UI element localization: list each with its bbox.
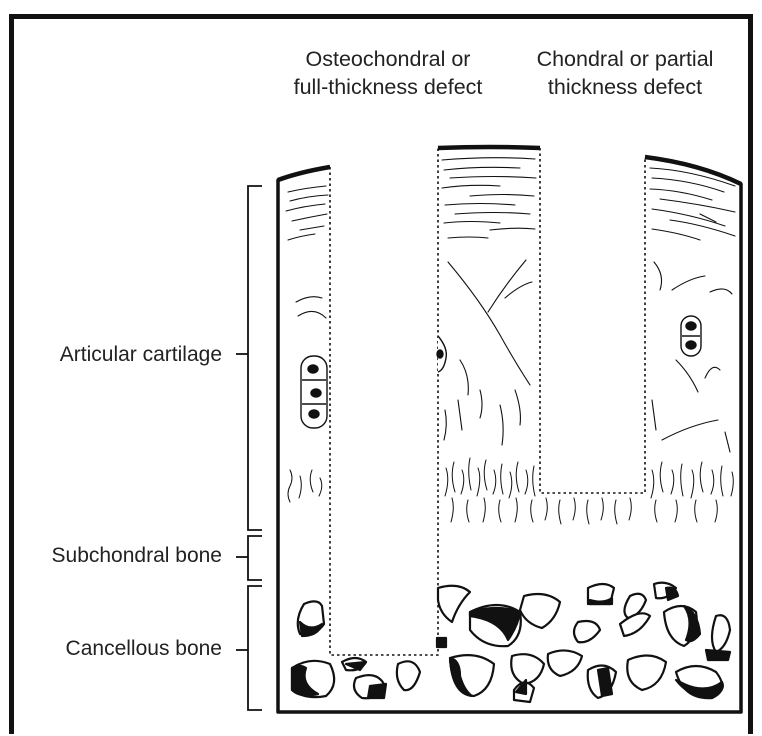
transitional-zone-fibers (296, 260, 732, 452)
osteochondral-defect-outline (330, 148, 438, 655)
defect-boundaries (330, 148, 645, 655)
cancellous-trabeculae (292, 583, 730, 702)
layer-brackets (236, 186, 262, 710)
deep-zone-fibers (288, 458, 733, 524)
superficial-zone-fibers (286, 158, 735, 240)
chondral-defect-outline (540, 148, 645, 493)
